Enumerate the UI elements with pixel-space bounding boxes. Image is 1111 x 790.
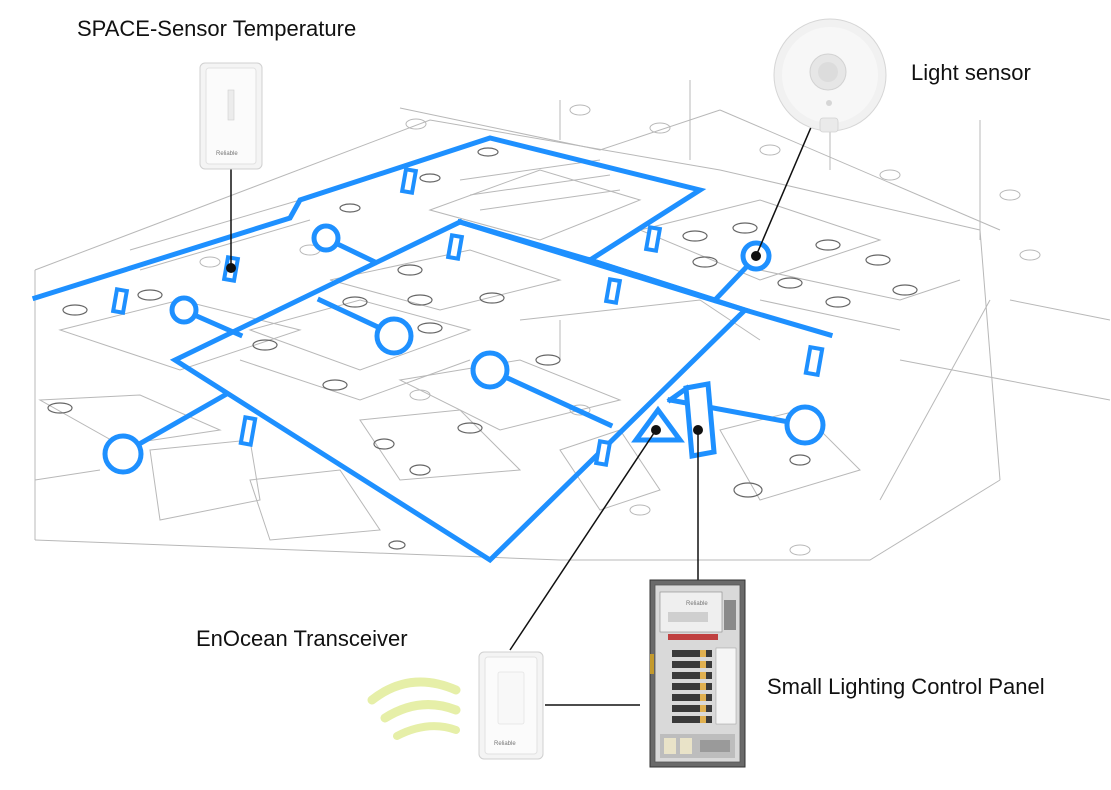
wireless-signal-icon xyxy=(367,677,461,740)
light-sensor-label: Light sensor xyxy=(911,60,1031,85)
sensor-node xyxy=(102,433,144,475)
lighting-panel-label: Small Lighting Control Panel xyxy=(767,674,1045,699)
callout-dots xyxy=(226,251,761,435)
temperature-sensor-device: Reliable xyxy=(199,62,263,170)
switch-module xyxy=(238,415,258,447)
switch-module xyxy=(803,344,825,378)
floor-plan xyxy=(34,80,1111,561)
panel-logo: Reliable xyxy=(686,601,708,607)
switch-module xyxy=(110,286,130,316)
lighting-control-panel-device: Reliable xyxy=(649,579,746,768)
network-wiring xyxy=(31,135,834,564)
switch-module xyxy=(603,276,623,306)
occupancy-sensors xyxy=(102,223,826,475)
sensor-node xyxy=(169,295,199,325)
light-sensor-device xyxy=(773,18,887,133)
temperature-sensor-label: SPACE-Sensor Temperature xyxy=(77,16,357,41)
switch-module xyxy=(445,232,465,262)
sensor-node xyxy=(311,223,341,253)
panel-relays xyxy=(672,650,712,723)
callout-lines xyxy=(230,124,813,706)
sensor-node xyxy=(784,404,826,446)
switch-module xyxy=(399,166,419,196)
sensor-node xyxy=(374,316,414,356)
enocean-transceiver-label: EnOcean Transceiver xyxy=(196,626,408,651)
temperature-sensor-logo: Reliable xyxy=(216,151,238,157)
furniture xyxy=(47,147,918,550)
transceiver-symbol xyxy=(631,405,685,443)
switch-module xyxy=(643,224,663,254)
switch-module xyxy=(593,438,613,468)
switch-modules xyxy=(110,166,825,468)
sensor-node xyxy=(470,350,510,390)
transceiver-logo: Reliable xyxy=(494,741,516,747)
enocean-transceiver-device: Reliable xyxy=(478,651,544,760)
panel-symbol xyxy=(683,381,717,459)
